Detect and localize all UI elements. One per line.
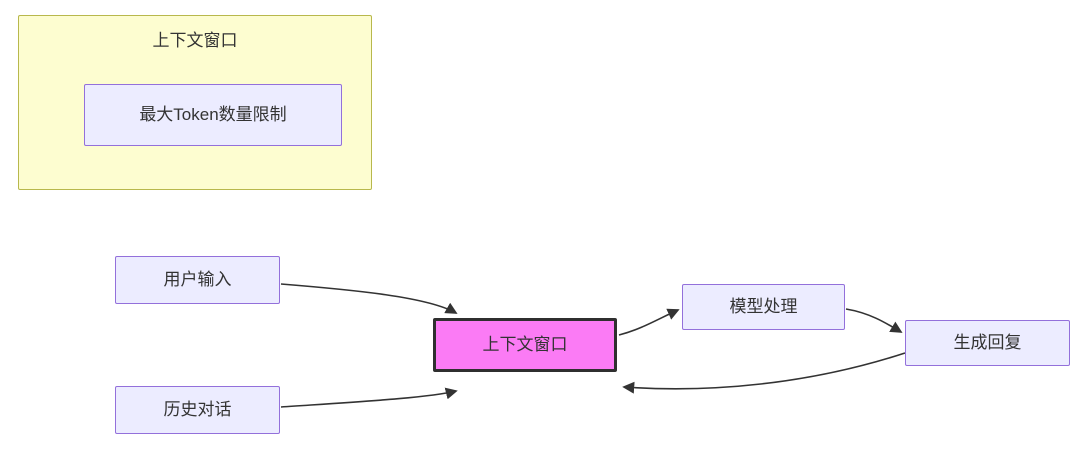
edge-user-input-to-context (280, 283, 458, 314)
node-model-processing: 模型处理 (682, 284, 845, 330)
edge-context-to-model (618, 308, 680, 336)
subgraph-context-window: 上下文窗口 最大Token数量限制 (18, 15, 372, 190)
node-context-window: 上下文窗口 (433, 318, 617, 372)
edge-model-to-reply (845, 308, 903, 333)
node-user-input: 用户输入 (115, 256, 280, 304)
node-generate-reply: 生成回复 (905, 320, 1070, 366)
edge-history-to-context (280, 387, 458, 408)
node-history-dialog: 历史对话 (115, 386, 280, 434)
subgraph-title: 上下文窗口 (152, 31, 238, 50)
node-max-token-limit: 最大Token数量限制 (84, 84, 342, 146)
edge-reply-to-context (622, 352, 906, 394)
